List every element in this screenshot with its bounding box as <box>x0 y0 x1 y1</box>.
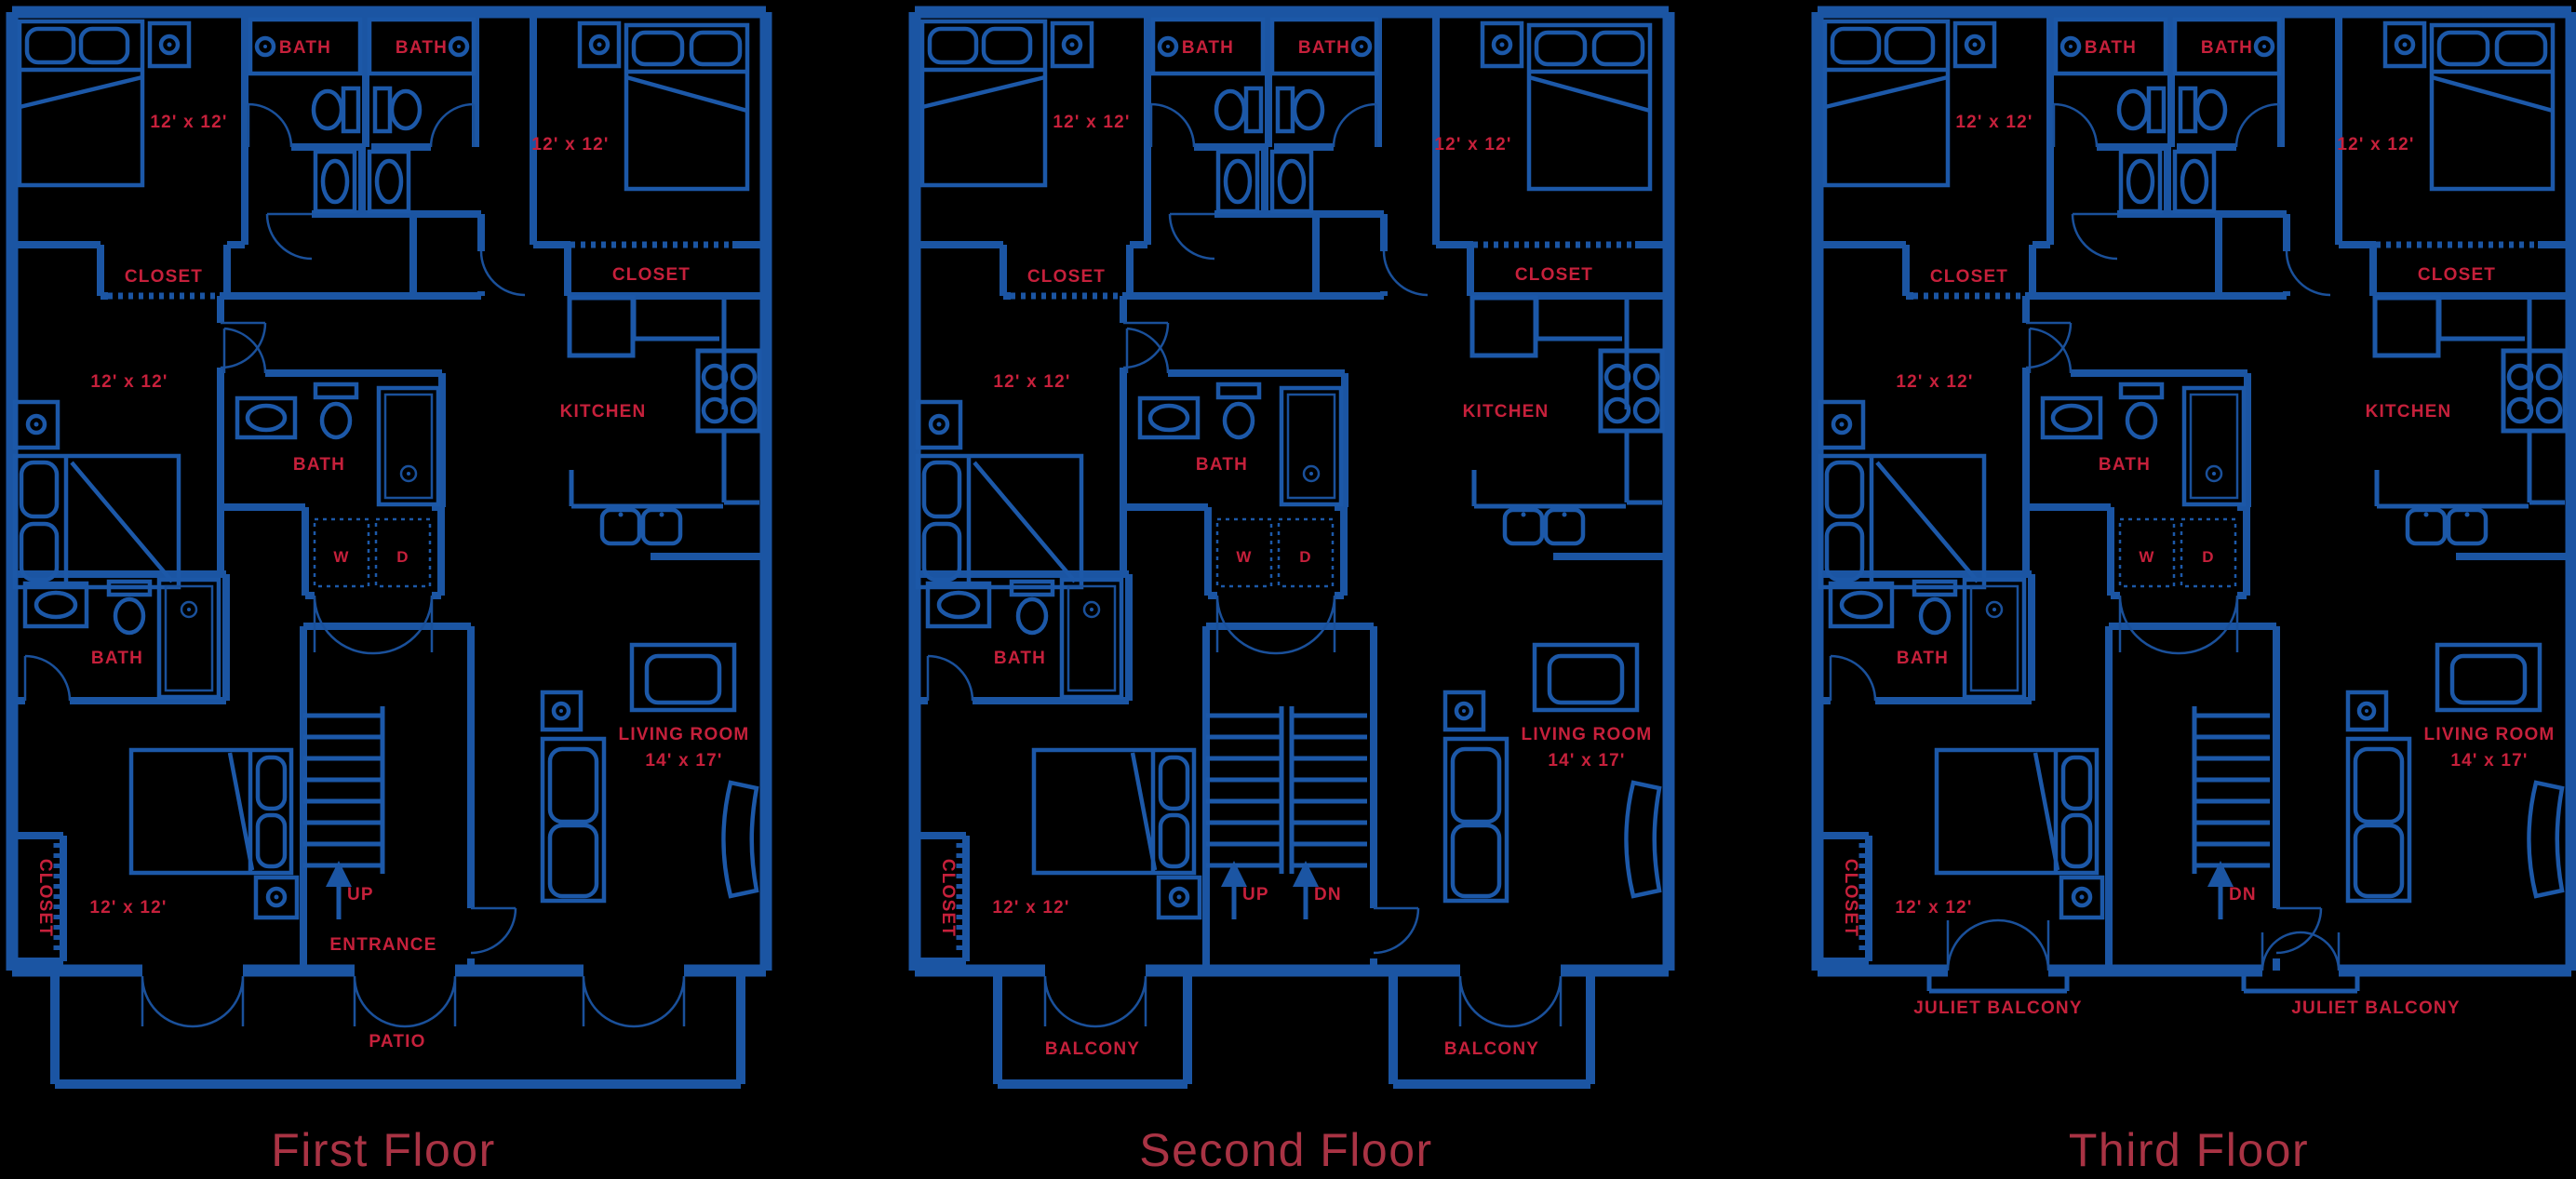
bath-label: BATH <box>91 649 143 668</box>
bedroom-dims: 12' x 12' <box>1896 372 1973 392</box>
washer-label: W <box>333 548 349 566</box>
washer-label: W <box>1236 548 1252 566</box>
bath-label: BATH <box>396 38 448 58</box>
floor-plan-first: BATH BATH BATH BATH CLOSET CLOSET CLOSET… <box>12 12 766 1176</box>
stairs <box>1206 706 1367 874</box>
up-arrow-icon <box>326 861 352 919</box>
floor-title: First Floor <box>271 1124 496 1176</box>
juliet-balcony-rails <box>1926 976 2360 994</box>
down-arrow-icon <box>1293 861 1319 919</box>
floor-plan-second: BATH BATH BATH BATH CLOSET CLOSET CLOSET… <box>915 12 1669 1176</box>
closet-label: CLOSET <box>125 267 203 287</box>
closet-label: CLOSET <box>938 859 958 937</box>
balcony-label: BALCONY <box>1444 1039 1539 1059</box>
closet-label: CLOSET <box>1515 265 1593 285</box>
bath-label: BATH <box>994 649 1046 668</box>
bedroom-dims: 12' x 12' <box>150 113 227 132</box>
french-doors <box>1043 975 1563 1028</box>
french-doors <box>1946 918 2341 971</box>
entrance-label: ENTRANCE <box>329 935 436 955</box>
bedroom-dims: 12' x 12' <box>2337 135 2414 154</box>
closet-label: CLOSET <box>35 859 55 937</box>
patio-label: PATIO <box>369 1032 425 1052</box>
kitchen-label: KITCHEN <box>2366 402 2452 422</box>
patio-walls <box>50 976 745 1089</box>
living-room-dims: 14' x 17' <box>1548 751 1625 770</box>
juliet-balcony-label: JULIET BALCONY <box>1913 998 2082 1018</box>
stairs <box>2192 706 2270 874</box>
bath-label: BATH <box>1196 455 1248 475</box>
closet-label: CLOSET <box>2418 265 2496 285</box>
bath-label: BATH <box>1298 38 1350 58</box>
up-label: UP <box>1242 885 1269 904</box>
closet-label: CLOSET <box>1930 267 2008 287</box>
living-room-label: LIVING ROOM <box>619 725 750 744</box>
bedroom-dims: 12' x 12' <box>992 898 1069 918</box>
down-label: DN <box>2229 885 2257 904</box>
bedroom-dims: 12' x 12' <box>1053 113 1130 132</box>
french-doors <box>141 975 686 1028</box>
bath-label: BATH <box>279 38 331 58</box>
bedroom-dims: 12' x 12' <box>90 372 168 392</box>
floor-plan-third: BATH BATH BATH BATH CLOSET CLOSET CLOSET… <box>1818 12 2571 1176</box>
bedroom-dims: 12' x 12' <box>1895 898 1972 918</box>
bath-label: BATH <box>1182 38 1234 58</box>
floor-title: Second Floor <box>1139 1124 1432 1176</box>
living-room-label: LIVING ROOM <box>2424 725 2556 744</box>
up-label: UP <box>347 885 374 904</box>
bedroom-dims: 12' x 12' <box>1955 113 2033 132</box>
living-room-label: LIVING ROOM <box>1522 725 1653 744</box>
bedroom-dims: 12' x 12' <box>993 372 1070 392</box>
closet-label: CLOSET <box>1027 267 1106 287</box>
dryer-label: D <box>2202 548 2214 566</box>
bath-label: BATH <box>293 455 345 475</box>
living-room-dims: 14' x 17' <box>645 751 722 770</box>
bedroom-dims: 12' x 12' <box>89 898 167 918</box>
bath-label: BATH <box>2099 455 2151 475</box>
down-arrow-icon <box>2207 861 2234 919</box>
kitchen-label: KITCHEN <box>560 402 647 422</box>
down-label: DN <box>1314 885 1342 904</box>
dryer-label: D <box>396 548 409 566</box>
dryer-label: D <box>1299 548 1311 566</box>
juliet-balcony-label: JULIET BALCONY <box>2291 998 2460 1018</box>
kitchen-label: KITCHEN <box>1463 402 1550 422</box>
bath-label: BATH <box>2201 38 2253 58</box>
bath-label: BATH <box>1897 649 1949 668</box>
bedroom-dims: 12' x 12' <box>1434 135 1511 154</box>
washer-label: W <box>2139 548 2154 566</box>
balcony-walls <box>993 976 1595 1089</box>
bedroom-dims: 12' x 12' <box>531 135 609 154</box>
closet-label: CLOSET <box>612 265 691 285</box>
closet-label: CLOSET <box>1841 859 1860 937</box>
living-room-dims: 14' x 17' <box>2450 751 2528 770</box>
unit-plan <box>12 12 766 971</box>
bath-label: BATH <box>2085 38 2137 58</box>
balcony-label: BALCONY <box>1045 1039 1140 1059</box>
floor-title: Third Floor <box>2069 1124 2309 1176</box>
stairs <box>303 706 385 874</box>
up-arrow-icon <box>1221 861 1247 919</box>
